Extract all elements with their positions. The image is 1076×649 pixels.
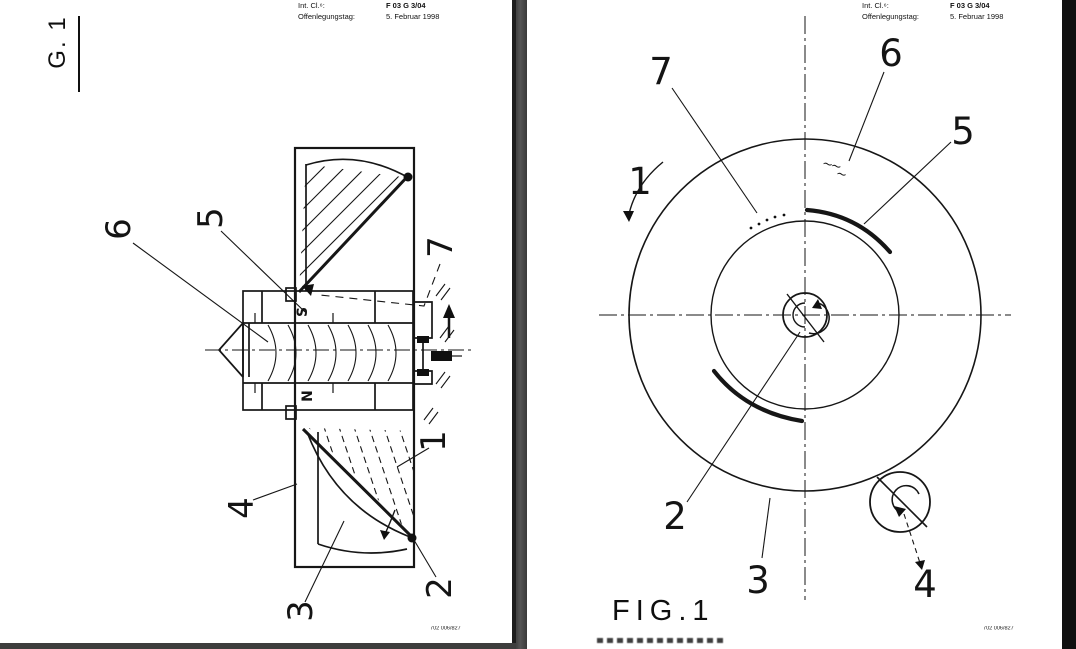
north-pole-label: N (300, 390, 316, 402)
illegible-footnote-line (597, 638, 725, 643)
left-page-bottom-edge (0, 643, 516, 649)
right-page: Int. Cl.⁶:F 03 G 3/04 Offenlegungstag:5.… (527, 0, 1062, 649)
left-part-label-5: 5 (191, 207, 231, 229)
left-doc-number: 702 006/827 (430, 626, 461, 632)
left-part-label-3: 3 (281, 600, 321, 622)
right-part-label-7: 7 (649, 50, 673, 93)
right-part-label-6: 6 (879, 32, 903, 75)
left-figure-drawing: 6 5 7 1 4 2 3 S N (0, 0, 513, 649)
south-pole-label: S (295, 307, 311, 317)
right-part-label-4: 4 (913, 563, 937, 606)
right-part-label-3: 3 (746, 559, 770, 602)
left-part-label-1: 1 (414, 430, 454, 452)
left-page: Int. Cl.⁶:F 03 G 3/04 Offenlegungstag:5.… (0, 0, 513, 649)
left-part-label-7: 7 (421, 236, 461, 258)
left-part-label-6: 6 (99, 218, 139, 240)
page-gutter-shadow (516, 0, 527, 649)
right-part-label-1: 1 (628, 160, 652, 203)
right-figure-drawing: 7 6 5 1 2 3 4 (527, 0, 1062, 649)
left-part-label-2: 2 (420, 577, 460, 599)
right-doc-number: 702 006/827 (983, 626, 1014, 632)
right-part-label-5: 5 (951, 110, 975, 153)
right-figure-label: FIG.1 (612, 595, 715, 628)
right-part-label-2: 2 (663, 495, 687, 538)
screen-right-edge (1062, 0, 1076, 649)
left-part-label-4: 4 (222, 497, 262, 519)
